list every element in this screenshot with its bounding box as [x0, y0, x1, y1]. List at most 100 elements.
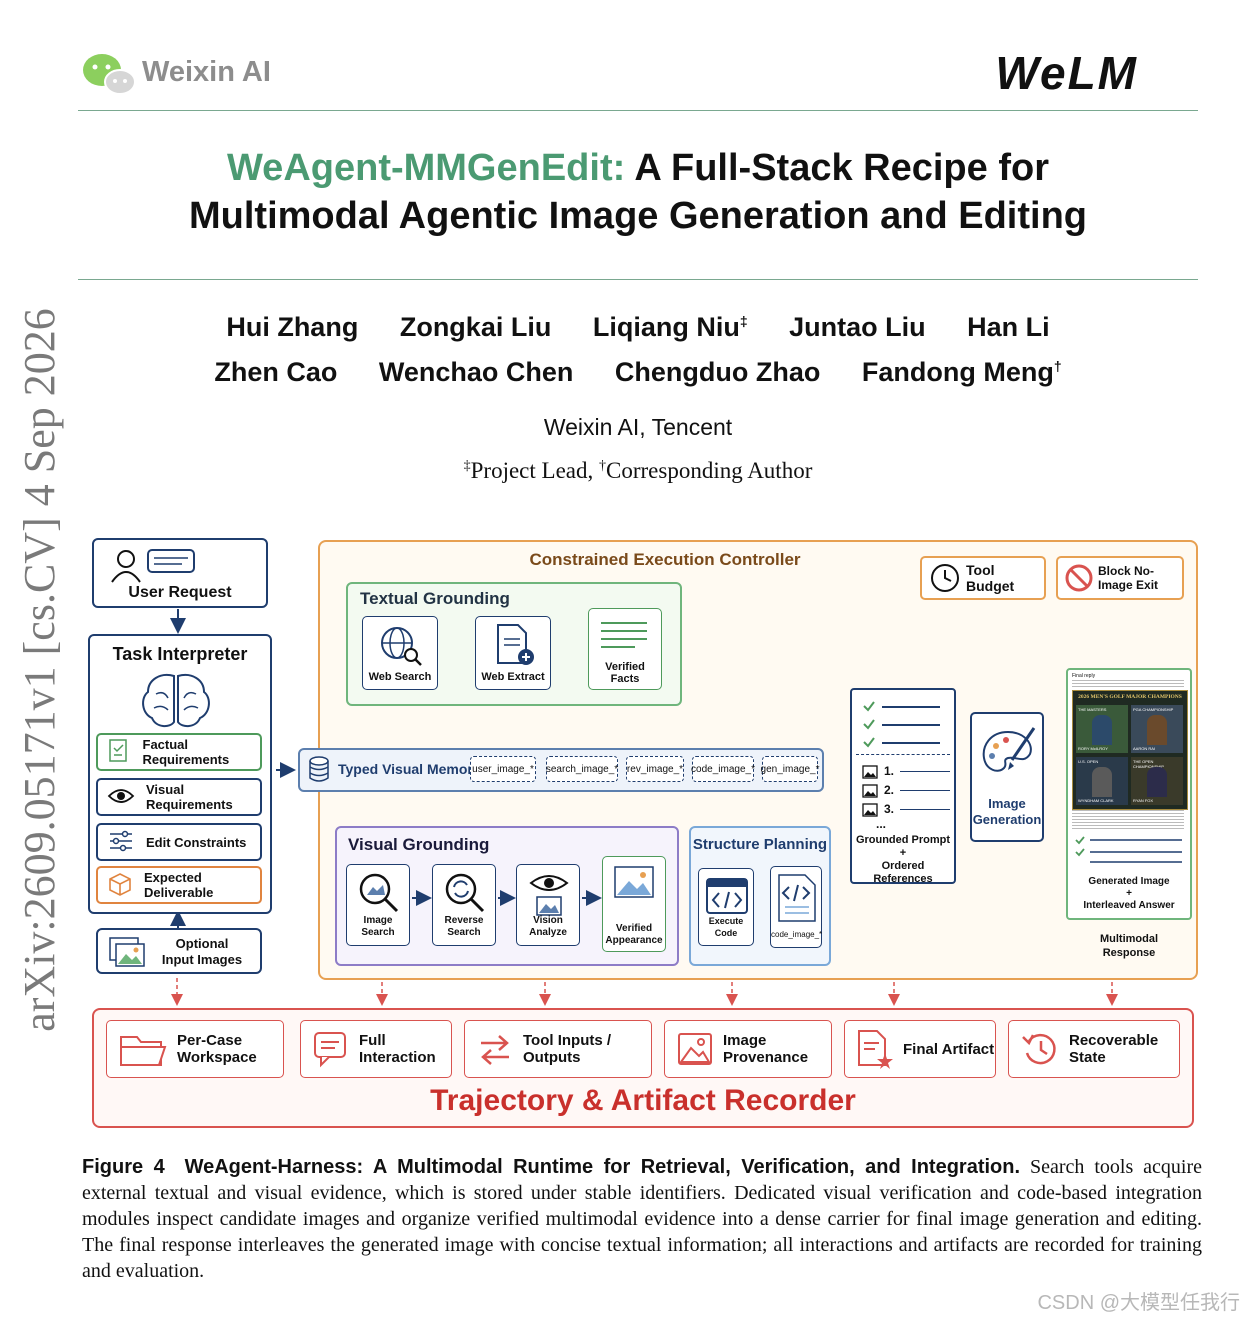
reverse-search-icon [445, 873, 485, 913]
poster-panel: THE MASTERS RORY McILROY [1076, 705, 1128, 753]
prompt-divider [856, 754, 950, 755]
paper-title: WeAgent-MMGenEdit: A Full-Stack Recipe f… [78, 144, 1198, 240]
prompt-labels: Grounded Prompt + Ordered References [855, 834, 951, 885]
author-notes: ‡Project Lead, †Corresponding Author [463, 458, 813, 483]
history-icon [1022, 1033, 1056, 1065]
author: Liqiang Niu [592, 312, 740, 342]
visual-grounding-title: Visual Grounding [348, 835, 490, 854]
prompt-reference-list: 1. 2. 3. ... [862, 762, 950, 830]
recorder-item-interaction: Full Interaction [300, 1020, 452, 1078]
answer-text-lines [1072, 810, 1184, 830]
checklist-icon [108, 738, 131, 767]
textual-grounding-title: Textual Grounding [360, 589, 510, 608]
box-icon [108, 872, 132, 899]
author: Fandong Meng [861, 357, 1054, 387]
recorder-item-provenance: Image Provenance [664, 1020, 832, 1078]
caption-label: Figure 4 [82, 1156, 165, 1178]
wechat-logo-icon [82, 52, 136, 101]
photo-icon [862, 783, 878, 798]
edit-constraints: Edit Constraints [96, 823, 262, 861]
web-search-tile: Web Search [362, 616, 438, 690]
author: Zhen Cao [214, 357, 338, 387]
image-icon [678, 1033, 712, 1065]
poster-panel: U.S. OPEN WYNDHAM CLARK [1076, 757, 1128, 805]
checklist-icon [1075, 836, 1182, 863]
title-highlight: WeAgent-MMGenEdit: [227, 147, 626, 189]
lead-mark: ‡ [739, 313, 748, 329]
code-window-icon [706, 878, 748, 914]
block-exit-badge: Block No-Image Exit [1056, 556, 1184, 600]
reverse-search-tile: Reverse Search [432, 864, 496, 946]
welm-logo: WeLM [995, 47, 1138, 99]
image-search-tile: Image Search [346, 864, 410, 946]
tool-budget-badge: Tool Budget [920, 556, 1046, 600]
photo-icon [862, 764, 878, 779]
author: Juntao Liu [789, 312, 926, 342]
task-interpreter-title: Task Interpreter [112, 644, 248, 664]
image-generation-box: Image Generation [970, 712, 1044, 842]
image-search-icon [359, 873, 399, 913]
web-extract-tile: Web Extract [475, 616, 551, 690]
response-labels: Generated Image + Interleaved Answer [1083, 876, 1175, 911]
user-chat-icon [111, 549, 195, 583]
figure-caption: Figure 4 WeAgent-Harness: A Multimodal R… [82, 1154, 1202, 1284]
author: Hui Zhang [226, 312, 359, 342]
memory-tag: gen_image_* [761, 756, 819, 782]
visual-requirements: Visual Requirements [96, 778, 262, 816]
structure-planning-title: Structure Planning [692, 836, 828, 853]
eye-icon [107, 786, 135, 809]
title-line2: Multimodal Agentic Image Generation and … [189, 195, 1087, 237]
no-entry-icon [1065, 564, 1093, 592]
database-icon [309, 756, 329, 782]
chat-icon [314, 1032, 346, 1068]
author: Zongkai Liu [399, 312, 552, 342]
doc-star-icon [858, 1030, 893, 1069]
caption-text: Search tools acquire external textual an… [82, 1156, 1203, 1282]
corr-mark: † [1053, 358, 1062, 374]
user-request-label: User Request [128, 584, 232, 601]
palette-brush-icon [982, 727, 1036, 772]
author: Han Li [967, 312, 1050, 342]
folder-icon [120, 1036, 167, 1066]
brain-icon [142, 674, 210, 728]
code-image-tile: code_image_* [770, 866, 822, 948]
poster-panel: THE OPEN CHAMPIONSHIP RYAN FOX [1131, 757, 1183, 805]
recorder-title: Trajectory & Artifact Recorder [430, 1084, 856, 1117]
vision-analyze-tile: Vision Analyze [516, 864, 580, 946]
memory-tag: rev_image_* [626, 756, 684, 782]
grounded-prompt-doc: 1. 2. 3. ... Grounded Prompt + Ordered R… [850, 688, 956, 885]
swap-arrows-icon [481, 1035, 509, 1065]
optional-input-box: Optional Input Images [96, 928, 262, 974]
expected-deliverable: Expected Deliverable [96, 866, 262, 904]
memory-tag: search_image_* [546, 756, 618, 782]
header-brand: Weixin AI [142, 56, 271, 88]
caption-bold: WeAgent-Harness: A Multimodal Runtime fo… [184, 1156, 1021, 1178]
verified-image-icon [614, 866, 654, 898]
photo-icon [862, 802, 878, 817]
verified-doc-icon [601, 622, 647, 648]
recorder-item-artifact: Final Artifact [844, 1020, 996, 1078]
user-request-box: User Request [92, 538, 268, 608]
csdn-watermark: CSDN @大模型任我行 [1037, 1292, 1240, 1314]
execute-code-tile: Execute Code [698, 868, 754, 946]
eye-image-icon [529, 875, 569, 916]
multimodal-response-label: Multimodal Response [1099, 933, 1159, 959]
header-rule [78, 110, 1198, 111]
images-icon [109, 937, 145, 967]
author: Wenchao Chen [378, 357, 574, 387]
author: Chengduo Zhao [614, 357, 821, 387]
golf-poster-image: 2026 MEN'S GOLF MAJOR CHAMPIONS THE MAST… [1072, 690, 1188, 810]
reply-text-lines [1072, 680, 1184, 688]
final-reply-label: Final reply [1072, 673, 1096, 679]
memory-title: Typed Visual Memory [338, 761, 481, 777]
author-row-1: Hui Zhang Zongkai Liu Liqiang Niu‡ Junta… [78, 312, 1198, 343]
globe-search-icon [381, 627, 422, 666]
clock-icon [931, 564, 959, 592]
code-doc-icon [778, 874, 816, 922]
title-rule [78, 279, 1198, 280]
factual-requirements: Factual Requirements [96, 733, 262, 771]
memory-tag: code_image_* [691, 756, 755, 782]
controller-title: Constrained Execution Controller [529, 550, 801, 569]
author-row-2: Zhen Cao Wenchao Chen Chengduo Zhao Fand… [78, 357, 1198, 388]
